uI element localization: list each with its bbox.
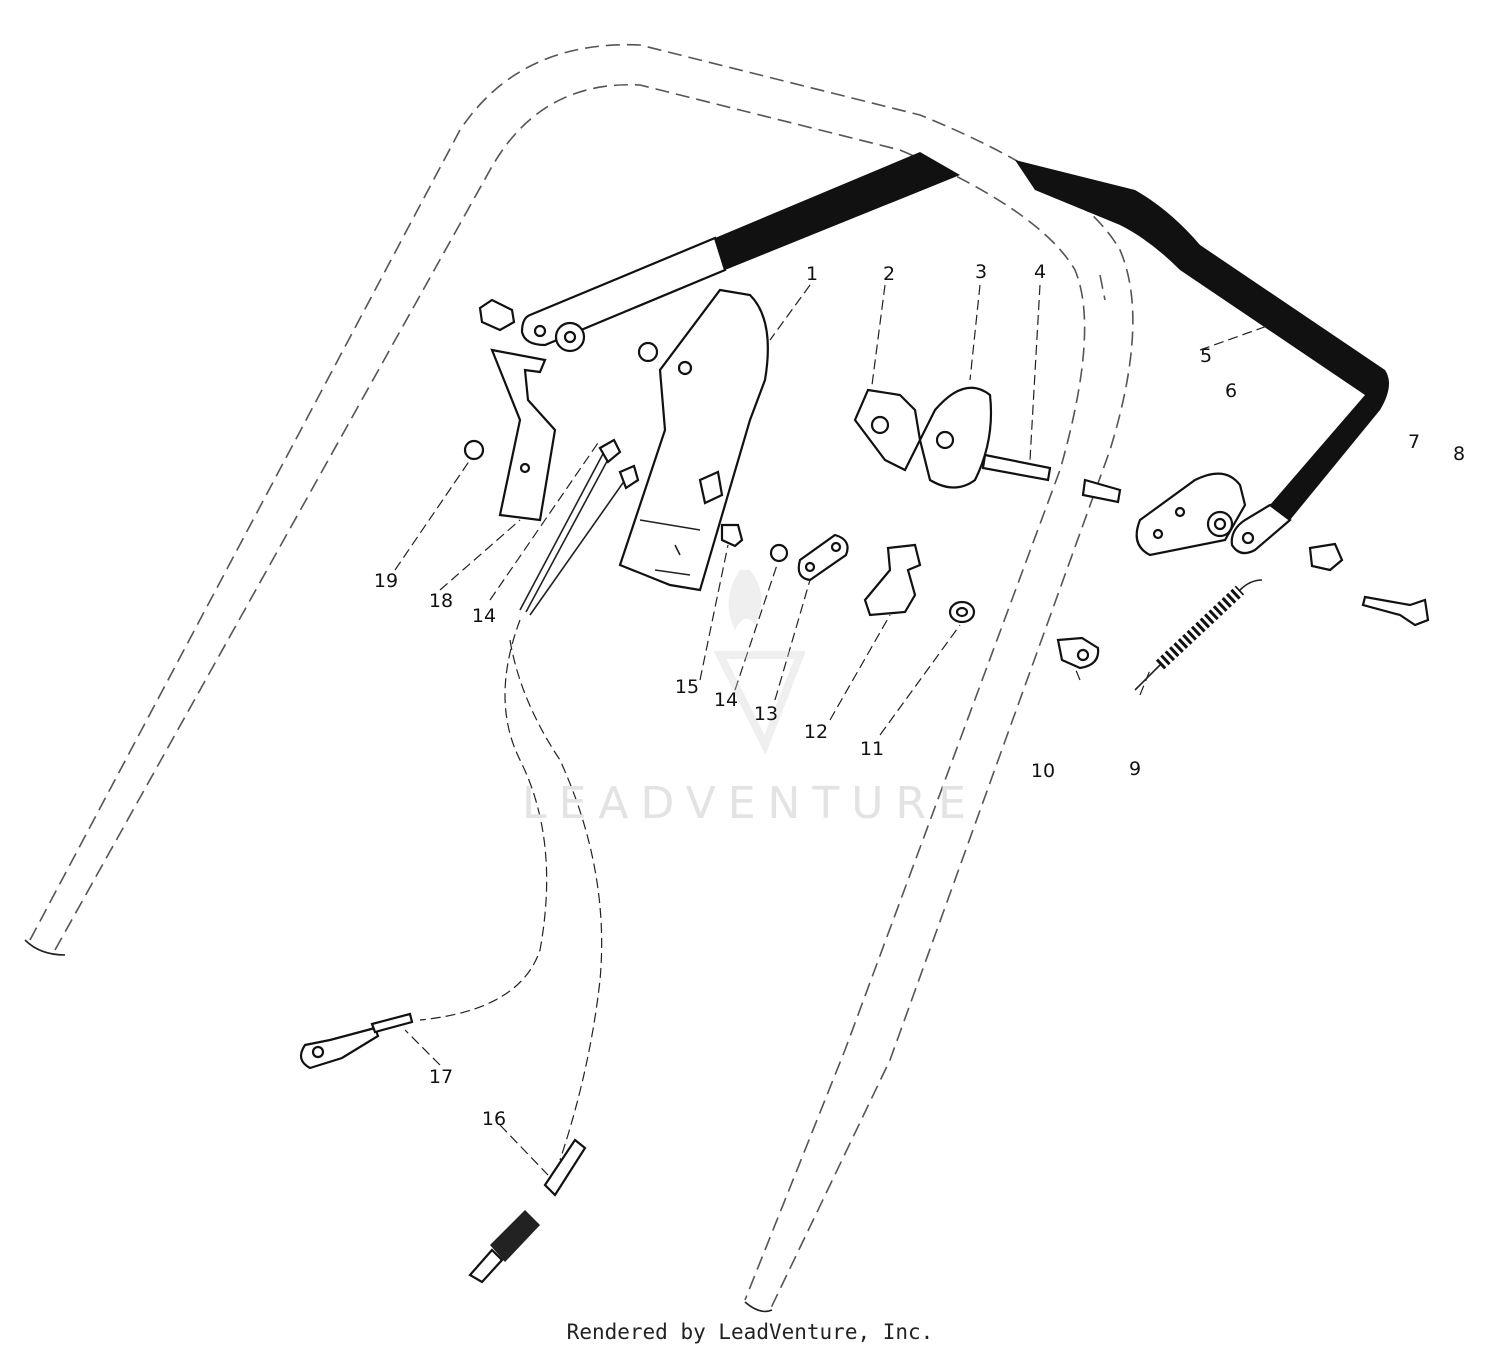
pivot-bracket [1135, 472, 1247, 557]
callout-5: 5 [1200, 345, 1212, 367]
plate-part-18 [490, 348, 557, 522]
spacer-part-10 [1056, 636, 1100, 670]
control-bracket [618, 288, 769, 592]
bushing-part-11 [948, 600, 976, 624]
callout-16: 16 [482, 1108, 506, 1130]
callout-8: 8 [1453, 443, 1465, 465]
cable-end-part-17 [299, 1012, 414, 1070]
callout-19: 19 [374, 570, 398, 592]
watermark-logo-icon [713, 570, 806, 755]
plate-part-3 [918, 386, 993, 489]
bail-bar [520, 152, 1389, 555]
cables [419, 438, 640, 1161]
watermark-brand: LEADVENTURE [522, 778, 978, 829]
render-credit: Rendered by LeadVenture, Inc. [566, 1320, 934, 1344]
callout-4: 4 [1034, 261, 1046, 283]
callout-2: 2 [883, 263, 895, 285]
callout-18: 18 [429, 590, 453, 612]
callout-6: 6 [1225, 380, 1237, 402]
callout-17: 17 [429, 1066, 453, 1088]
latch-part-12 [863, 543, 922, 617]
handle-outline [24, 43, 1134, 1313]
callout-9: 9 [1129, 758, 1141, 780]
callout-11: 11 [860, 738, 884, 760]
callout-3: 3 [975, 261, 987, 283]
spring-part-9 [1134, 579, 1263, 691]
callout-15: 15 [675, 676, 699, 698]
callout-13: 13 [754, 703, 778, 725]
fasteners [463, 298, 1430, 627]
lever-part-2 [853, 388, 922, 472]
callout-1: 1 [806, 263, 818, 285]
rod-part-4 [981, 453, 1122, 504]
callout-14-lower: 14 [714, 689, 738, 711]
callout-leaders [394, 284, 1271, 1176]
cable-fitting-part-16 [468, 1138, 587, 1284]
callout-12: 12 [804, 721, 828, 743]
callout-labels: 1 2 3 4 5 6 7 8 9 10 11 12 13 14 15 14 1… [374, 261, 1465, 1130]
callout-7: 7 [1408, 431, 1420, 453]
link-part-13 [797, 533, 849, 582]
callout-14-upper: 14 [472, 605, 496, 627]
callout-10: 10 [1031, 760, 1055, 782]
